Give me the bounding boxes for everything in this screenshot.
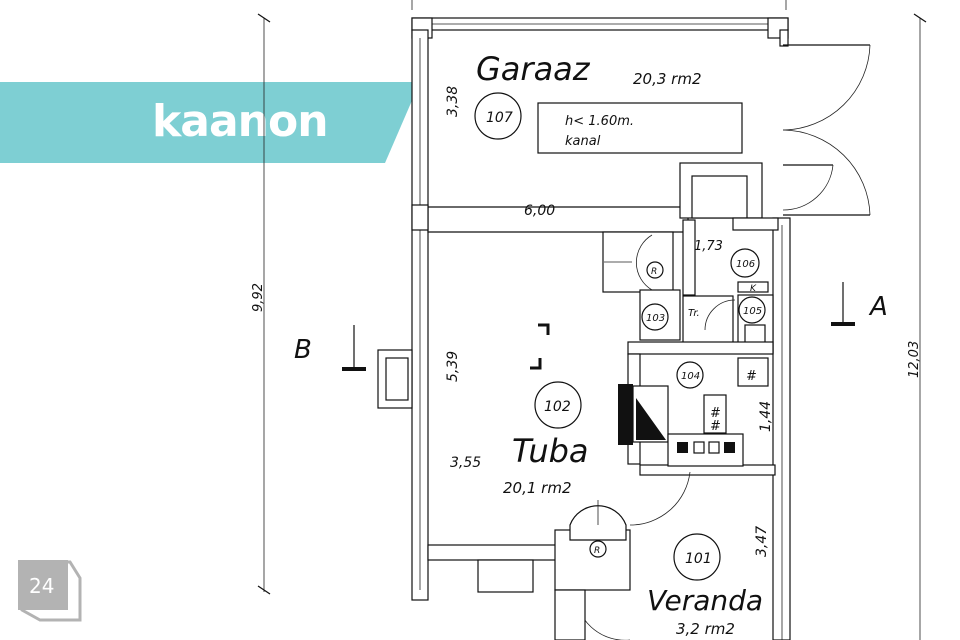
dimension-right: 12,03: [907, 13, 927, 640]
svg-text:1,73: 1,73: [694, 239, 723, 254]
svg-text:20,3 rm2: 20,3 rm2: [633, 70, 702, 88]
svg-text:103: 103: [646, 313, 665, 324]
corner-mark: [538, 323, 550, 335]
svg-text:20,1 rm2: 20,1 rm2: [503, 479, 572, 497]
svg-text:104: 104: [681, 371, 700, 382]
svg-text:Garaaz: Garaaz: [476, 50, 591, 88]
svg-text:1,44: 1,44: [758, 401, 774, 432]
corner-mark: [530, 358, 542, 370]
svg-text:105: 105: [743, 306, 762, 317]
room-garage: Garaaz 20,3 rm2 107 h< 1.60m. kanal: [474, 50, 743, 154]
svg-text:9,92: 9,92: [251, 283, 266, 312]
svg-text:24: 24: [29, 574, 54, 598]
svg-text:3,38: 3,38: [445, 86, 461, 117]
room-living: Tuba 20,1 rm2 102: [503, 381, 589, 497]
svg-text:3,55: 3,55: [450, 455, 481, 471]
svg-text:Tr.: Tr.: [688, 308, 700, 319]
svg-text:Tuba: Tuba: [512, 432, 589, 470]
svg-text:107: 107: [486, 110, 513, 126]
svg-text:R: R: [651, 267, 657, 277]
page-number-badge: 24: [18, 560, 82, 622]
logo-banner: [0, 82, 420, 163]
svg-text:12,03: 12,03: [907, 341, 922, 378]
svg-text:K: K: [750, 284, 757, 294]
section-mark-b: B: [294, 325, 366, 371]
garage-door: [782, 44, 871, 216]
svg-text:#: #: [746, 369, 757, 384]
room-numbers-small: 103 104 105 106 K Tr. R R: [589, 248, 769, 558]
svg-text:101: 101: [685, 551, 712, 567]
walls: [377, 17, 791, 640]
svg-text:102: 102: [544, 399, 571, 415]
svg-text:Veranda: Veranda: [647, 584, 763, 617]
dimension-labels: 3,38 6,00 1,73 5,39 3,55 1,44 3,47: [445, 86, 774, 557]
room-veranda: Veranda 3,2 rm2 101: [647, 533, 763, 638]
svg-text:106: 106: [736, 259, 755, 270]
svg-text:A: A: [868, 292, 888, 322]
svg-text:B: B: [294, 335, 312, 365]
svg-text:h< 1.60m.: h< 1.60m.: [565, 114, 634, 129]
svg-text:R: R: [594, 546, 600, 556]
svg-text:#: #: [710, 406, 721, 421]
svg-text:3,2 rm2: 3,2 rm2: [676, 620, 735, 638]
dimension-left: 9,92: [251, 13, 271, 595]
logo-text: kaanon: [152, 96, 328, 147]
pit-note-box: [537, 102, 743, 154]
svg-text:6,00: 6,00: [524, 203, 555, 219]
section-mark-a: A: [831, 282, 888, 326]
kitchen-fixtures: ## #: [618, 369, 757, 467]
svg-text:5,39: 5,39: [445, 351, 461, 382]
svg-text:#: #: [710, 419, 721, 434]
svg-text:3,47: 3,47: [754, 526, 770, 557]
svg-text:kanal: kanal: [565, 134, 601, 149]
